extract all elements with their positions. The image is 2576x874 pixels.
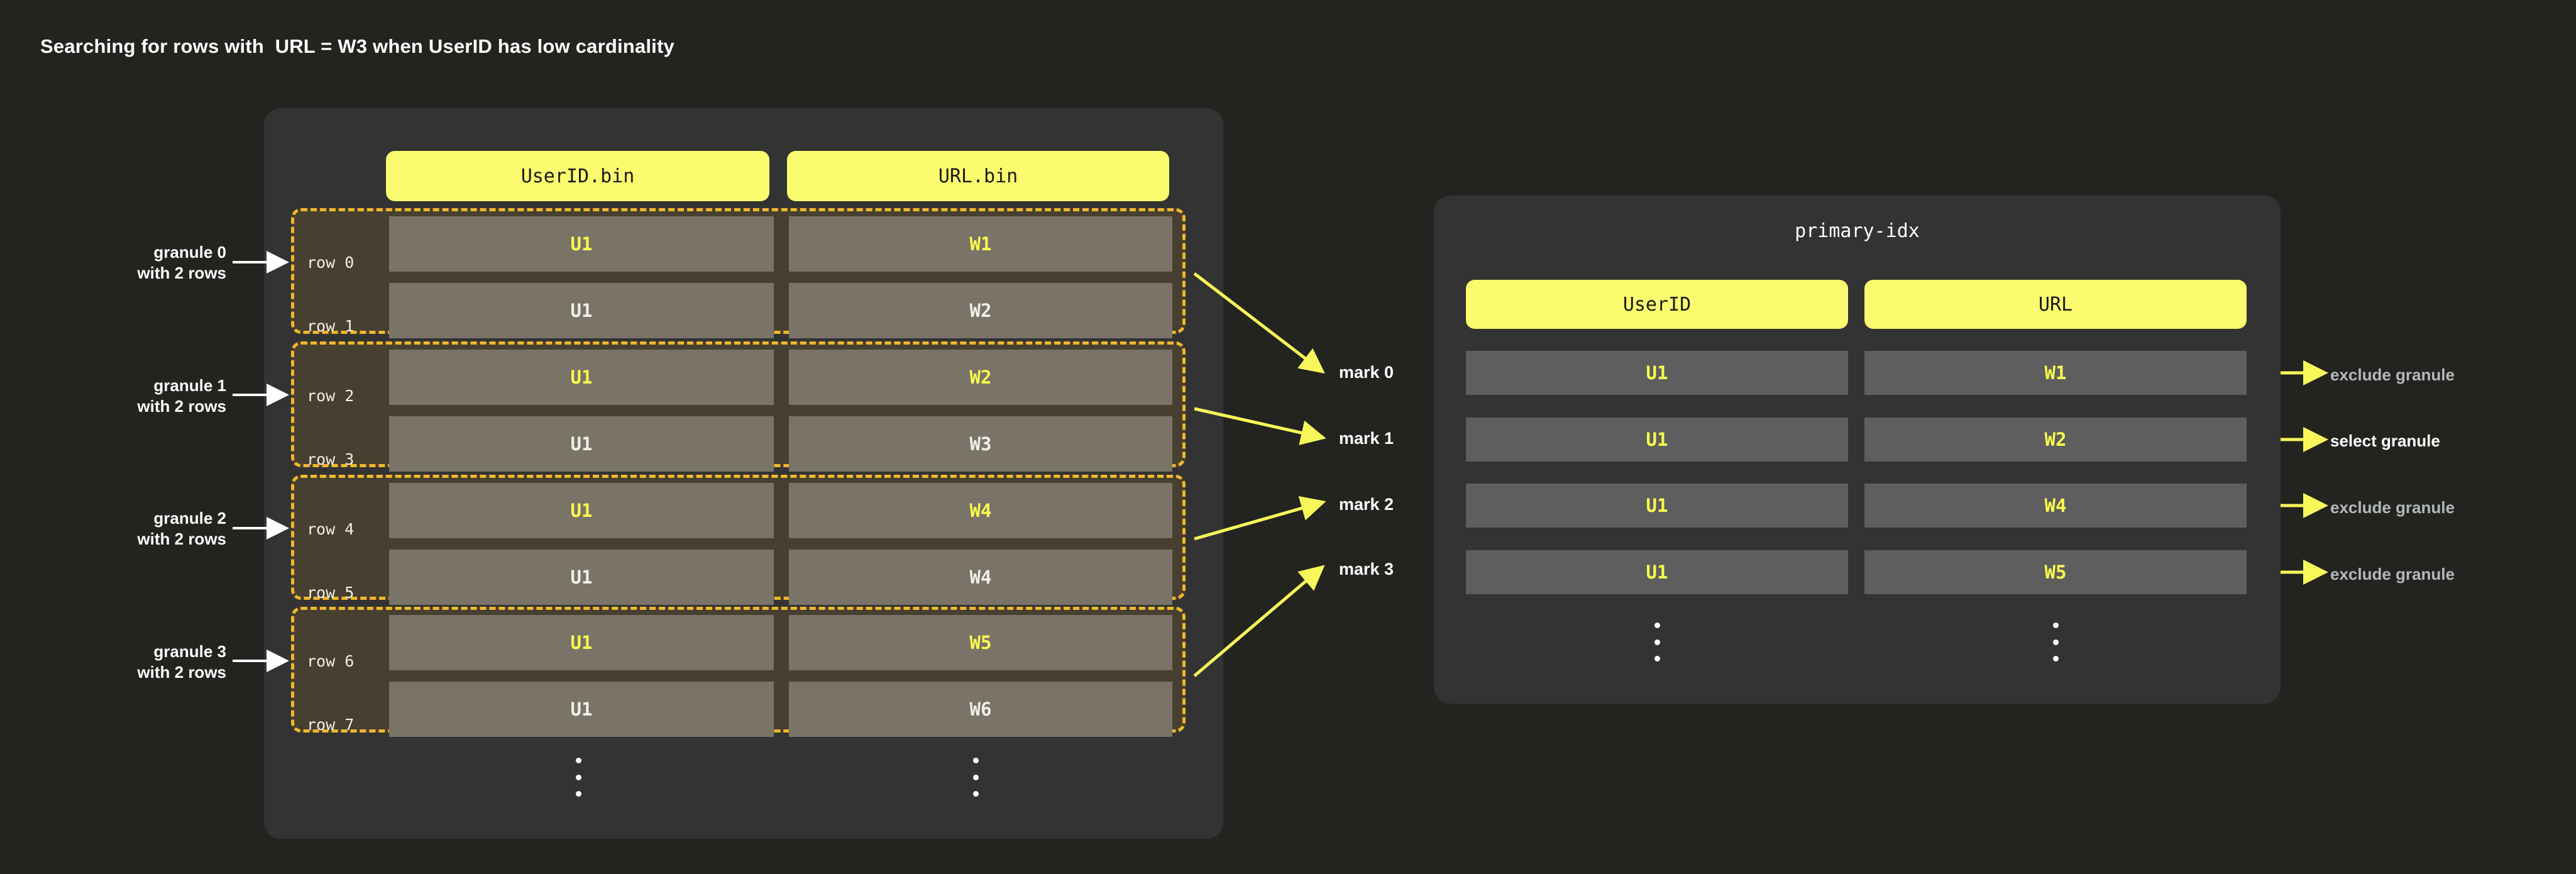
index-decision-arrows [2281,360,2328,585]
index-cell-url: W1 [1864,351,2247,395]
data-cell-userid: U1 [389,350,774,405]
mark-label-2: mark 2 [1339,495,1394,514]
granule-note-2: granule 2 with 2 rows [38,508,226,550]
row-label: row 5 [307,583,355,602]
data-cell-url: W4 [789,483,1172,538]
data-cell-userid: U1 [389,682,774,737]
data-cell-userid: U1 [389,416,774,472]
data-cell-url: W2 [789,283,1172,338]
granule-note-0-line1: granule 0 [153,243,226,262]
data-column-ellipsis-userid [575,758,581,797]
index-column-ellipsis-url [2052,622,2059,661]
page-title: Searching for rows with URL = W3 when Us… [40,35,674,57]
index-cell-url: W2 [1864,418,2247,462]
row-label: row 3 [307,450,355,468]
granule-note-1-line2: with 2 rows [137,396,226,416]
granule-block-2[interactable]: row 4 row 5 U1 W4 U1 W4 [291,475,1186,605]
row-label: row 0 [307,253,355,272]
mark-label-1: mark 1 [1339,429,1394,448]
row-label: row 7 [307,715,355,734]
granule-block-3[interactable]: row 6 row 7 U1 W5 U1 W6 [291,607,1186,737]
index-cell-url: W4 [1864,484,2247,528]
index-decision-1: select granule [2330,431,2440,450]
column-header-url-bin: URL.bin [787,151,1169,201]
index-cell-userid: U1 [1466,550,1848,594]
granule-note-1-line1: granule 1 [153,376,226,395]
column-header-userid-bin-label: UserID.bin [520,165,635,187]
data-cell-userid: U1 [389,483,774,538]
granule-note-3: granule 3 with 2 rows [38,641,226,683]
data-cell-userid: U1 [389,283,774,338]
granule-block-0[interactable]: row 0 row 1 U1 W1 U1 W2 [291,208,1186,338]
data-cell-url: W2 [789,350,1172,405]
row-label: row 2 [307,386,355,405]
index-cell-userid: U1 [1466,351,1848,395]
index-decision-2: exclude granule [2330,498,2455,517]
data-cell-url: W1 [789,216,1172,272]
data-cell-url: W5 [789,615,1172,670]
row-label: row 4 [307,519,355,538]
data-cell-url: W6 [789,682,1172,737]
data-cell-url: W4 [789,550,1172,605]
data-column-ellipsis-url [972,758,979,797]
mark-label-0: mark 0 [1339,363,1394,382]
data-cell-userid: U1 [389,216,774,272]
index-column-header-userid: UserID [1466,280,1848,329]
index-column-ellipsis-userid [1654,622,1660,661]
index-decision-3: exclude granule [2330,565,2455,584]
mark-label-3: mark 3 [1339,560,1394,578]
index-column-header-userid-label: UserID [1622,293,1692,316]
granule-note-3-line2: with 2 rows [137,662,226,682]
row-label: row 1 [307,316,355,335]
granule-note-0-line2: with 2 rows [137,263,226,282]
column-header-url-bin-label: URL.bin [938,165,1018,187]
row-label: row 6 [307,651,355,670]
index-cell-userid: U1 [1466,418,1848,462]
granule-note-1: granule 1 with 2 rows [38,375,226,417]
index-column-header-url: URL [1864,280,2247,329]
granule-note-2-line1: granule 2 [153,509,226,528]
data-cell-userid: U1 [389,550,774,605]
index-decision-0: exclude granule [2330,365,2455,384]
column-header-userid-bin: UserID.bin [386,151,769,201]
index-column-header-url-label: URL [2038,293,2073,316]
granule-note-2-line2: with 2 rows [137,529,226,548]
granule-block-1[interactable]: row 2 row 3 U1 W2 U1 W3 [291,341,1186,472]
index-cell-userid: U1 [1466,484,1848,528]
granule-note-0: granule 0 with 2 rows [38,242,226,284]
primary-index-title: primary-idx [1795,220,1920,242]
data-cell-url: W3 [789,416,1172,472]
index-cell-url: W5 [1864,550,2247,594]
data-cell-userid: U1 [389,615,774,670]
granule-note-3-line1: granule 3 [153,642,226,661]
